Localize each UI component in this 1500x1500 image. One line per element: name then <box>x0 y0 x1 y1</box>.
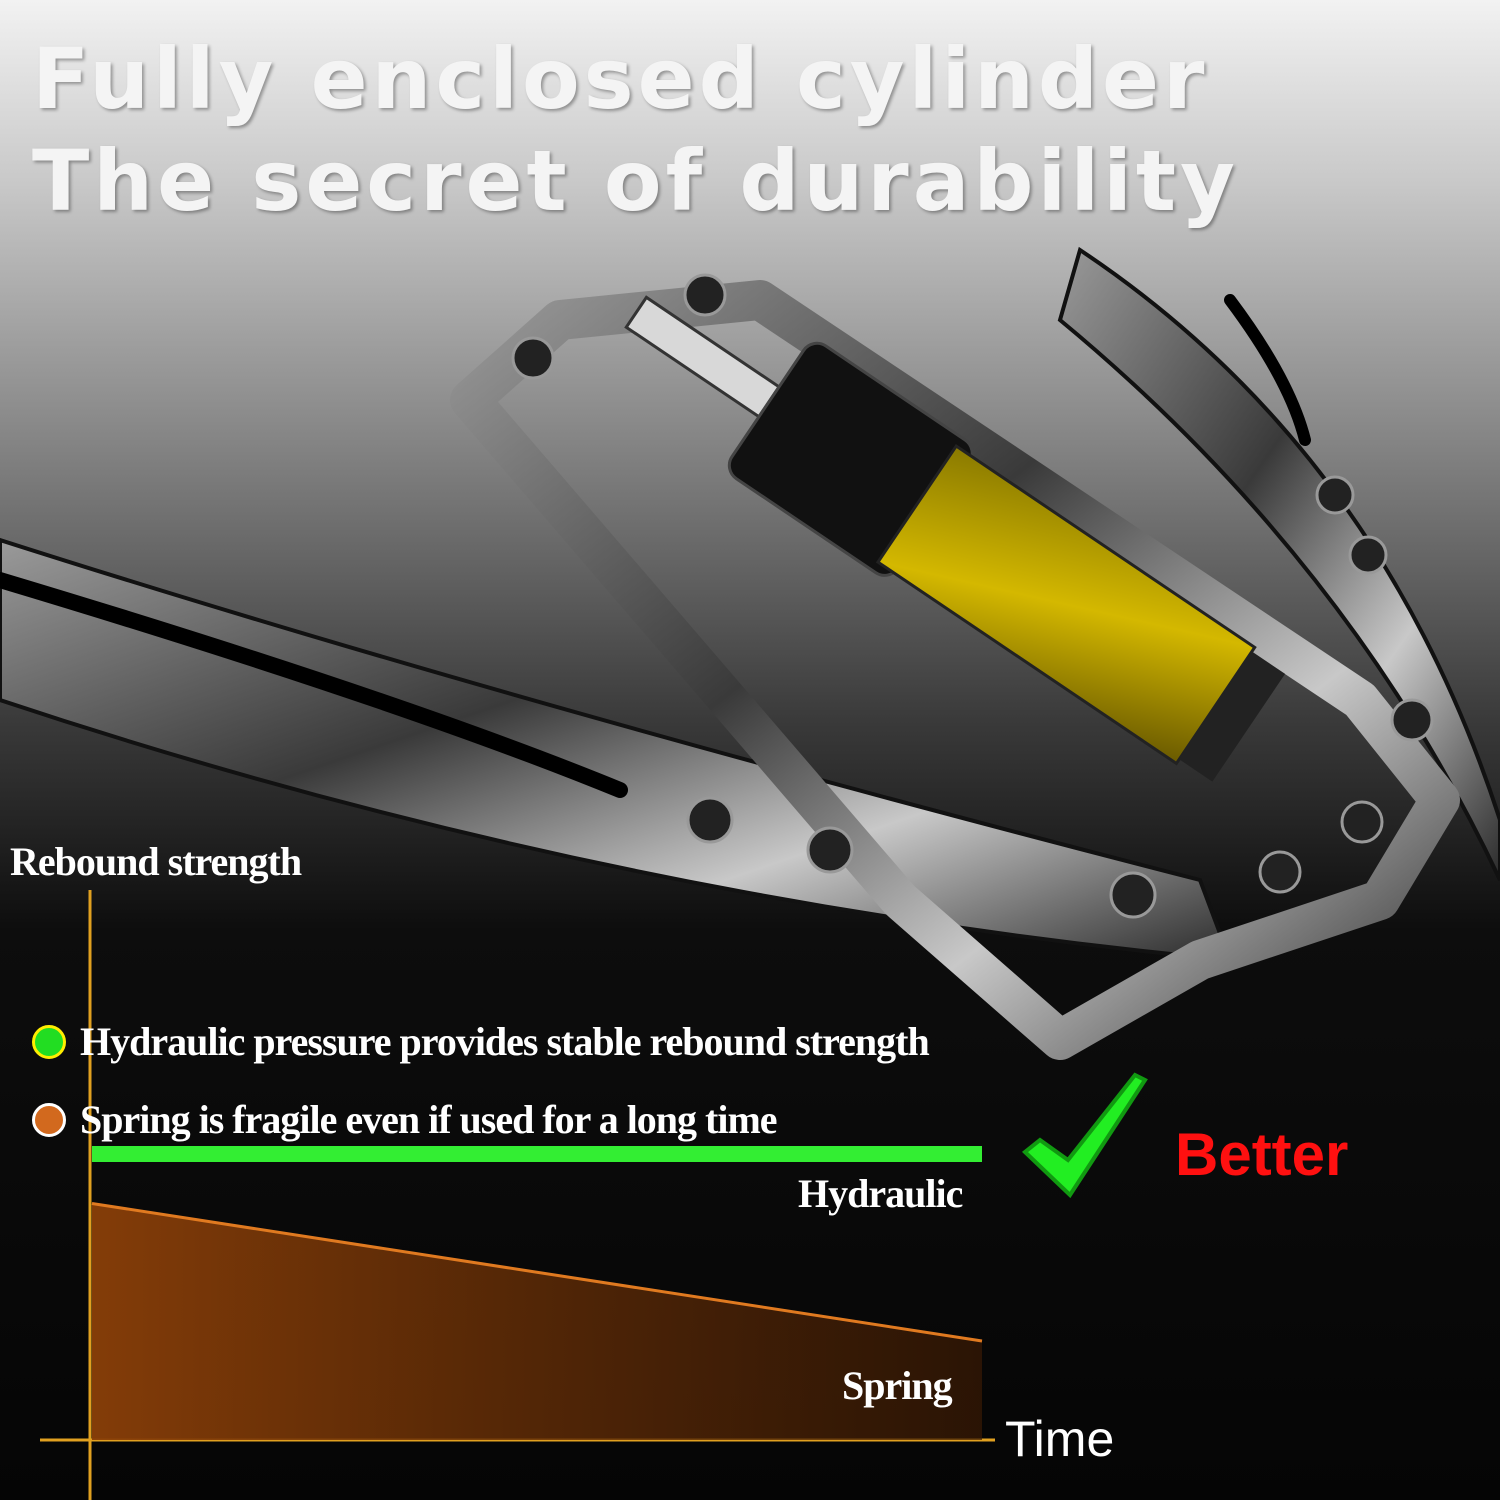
headline-line-1: Fully enclosed cylinder <box>32 30 1209 128</box>
legend-text: Hydraulic pressure provides stable rebou… <box>80 1019 930 1064</box>
gripper-handle-right <box>1057 246 1500 881</box>
legend-item-hydraulic: Hydraulic pressure provides stable rebou… <box>32 1018 930 1065</box>
screws <box>511 273 1434 919</box>
better-badge: Better <box>1175 1121 1349 1188</box>
orange-dot-icon <box>32 1102 66 1137</box>
hydraulic-cylinder <box>624 295 1286 782</box>
legend-item-spring: Spring is fragile even if used for a lon… <box>32 1096 778 1143</box>
headline-line-2: The secret of durability <box>32 132 1239 230</box>
spring-line <box>91 1202 983 1343</box>
series-label-hydraulic: Hydraulic <box>798 1171 963 1216</box>
checkmark-icon <box>1021 1072 1148 1199</box>
legend-text: Spring is fragile even if used for a lon… <box>80 1097 778 1142</box>
x-axis-label: Time <box>1005 1411 1115 1467</box>
y-axis-label: Rebound strength <box>10 839 302 884</box>
series-label-spring: Spring <box>842 1363 953 1408</box>
green-dot-icon <box>32 1024 66 1059</box>
spring-area <box>92 1203 982 1440</box>
